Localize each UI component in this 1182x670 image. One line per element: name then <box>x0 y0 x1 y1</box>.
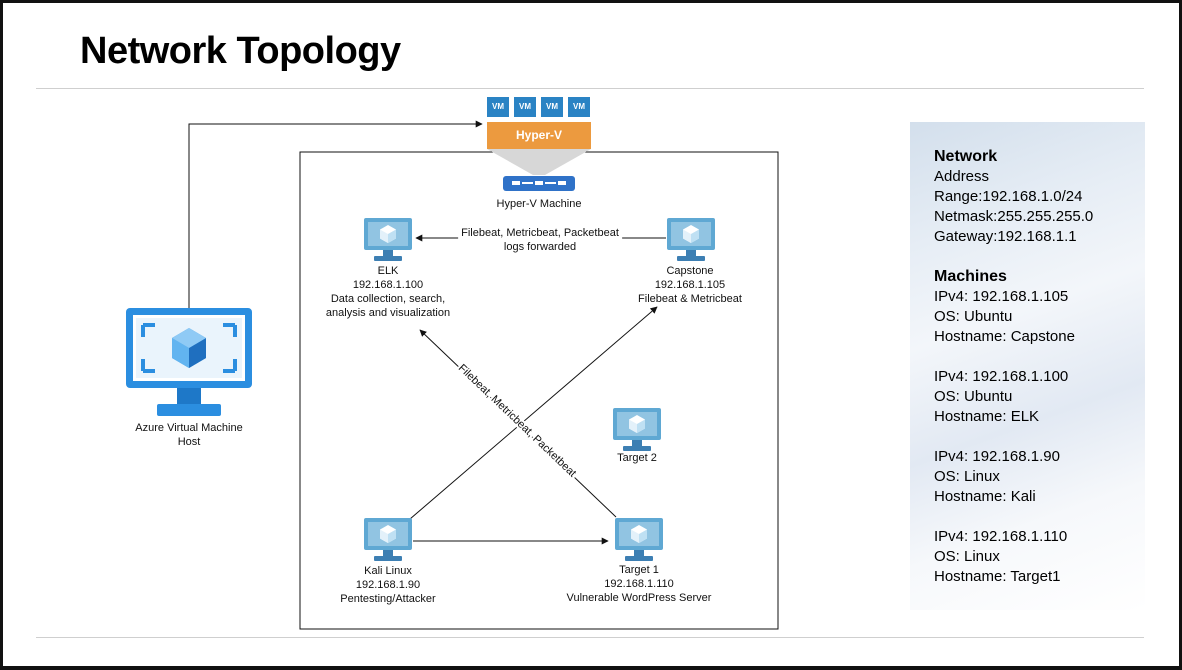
capstone-server-icon <box>667 218 715 261</box>
machine-ipv4: IPv4: 192.168.1.90 <box>934 448 1060 465</box>
network-line: Address <box>934 168 990 185</box>
azure-host-label: Azure Virtual Machine Host <box>135 422 243 448</box>
hyperv-bar: Hyper-V <box>487 122 591 149</box>
network-line: Netmask:255.255.255.0 <box>934 208 1094 225</box>
edge-kali-to-capstone <box>409 306 658 520</box>
machine-os: OS: Linux <box>934 548 1000 565</box>
network-heading: Network <box>934 148 998 165</box>
machine-ipv4: IPv4: 192.168.1.110 <box>934 528 1068 545</box>
target2-server-icon <box>613 408 661 451</box>
vm-badge: VM <box>514 97 536 117</box>
machine-hostname: Hostname: ELK <box>934 408 1040 425</box>
elk-server-icon <box>364 218 412 261</box>
target1-label: Target 1 192.168.1.110 Vulnerable WordPr… <box>566 564 712 604</box>
vm-badge: VM <box>568 97 590 117</box>
capstone-label: Capstone 192.168.1.105 Filebeat & Metric… <box>638 265 742 305</box>
azure-vm-host-icon <box>126 308 252 416</box>
hyperv-machine-label: Hyper-V Machine <box>496 198 582 210</box>
info-panel: Network Address Range:192.168.1.0/24 Net… <box>910 122 1145 610</box>
elk-label: ELK 192.168.1.100 Data collection, searc… <box>325 265 451 319</box>
hyperv-machine-icon <box>503 176 575 191</box>
kali-linux-icon <box>364 518 412 561</box>
machine-hostname: Hostname: Kali <box>934 488 1036 505</box>
edge-target1-to-elk <box>419 329 617 518</box>
title-divider <box>36 88 1144 89</box>
target2-label: Target 2 <box>617 452 657 464</box>
machine-ipv4: IPv4: 192.168.1.100 <box>934 368 1069 385</box>
network-line: Range:192.168.1.0/24 <box>934 188 1083 205</box>
page-title: Network Topology <box>80 30 401 72</box>
machine-ipv4: IPv4: 192.168.1.105 <box>934 288 1069 305</box>
edge-azure-to-hyperv <box>188 120 483 308</box>
kali-label: Kali Linux 192.168.1.90 Pentesting/Attac… <box>340 565 436 605</box>
edge-label-capstone-to-elk: Filebeat, Metricbeat, Packetbeat logs fo… <box>458 226 622 254</box>
vm-badge: VM <box>541 97 563 117</box>
footer-divider <box>36 637 1144 638</box>
hyperv-funnel <box>487 149 591 175</box>
target1-server-icon <box>615 518 663 561</box>
machine-os: OS: Linux <box>934 468 1000 485</box>
machine-hostname: Hostname: Target1 <box>934 568 1061 585</box>
machine-os: OS: Ubuntu <box>934 388 1013 405</box>
edge-label-target1-to-elk: Filebeat, Metricbeat, Packetbeat <box>456 362 579 479</box>
machine-os: OS: Ubuntu <box>934 308 1013 325</box>
network-line: Gateway:192.168.1.1 <box>934 228 1077 245</box>
machines-heading: Machines <box>934 268 1007 285</box>
machine-hostname: Hostname: Capstone <box>934 328 1075 345</box>
vm-badge: VM <box>487 97 509 117</box>
